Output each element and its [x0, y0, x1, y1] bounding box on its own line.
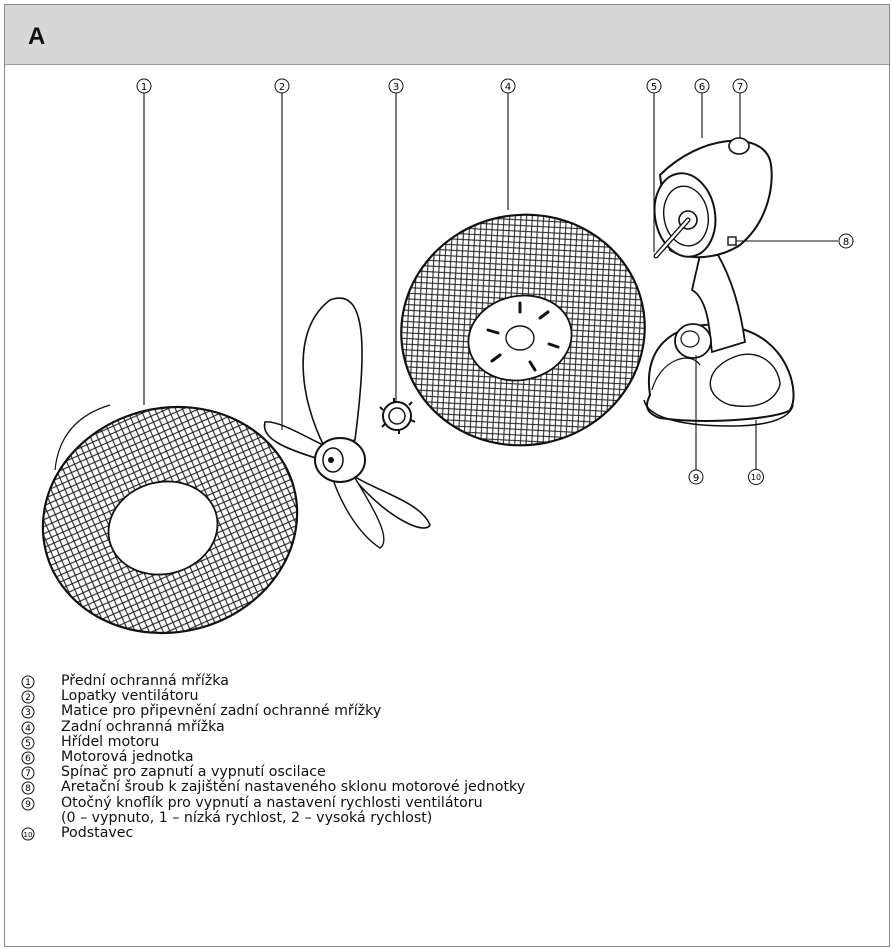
legend-number-badge: 10 — [21, 827, 35, 841]
legend-number-badge: 7 — [21, 766, 35, 780]
legend-item-text: Přední ochranná mřížka — [61, 673, 229, 689]
svg-text:8: 8 — [25, 785, 31, 795]
callout-7: 7 — [732, 78, 748, 94]
legend-item-text: (0 – vypnuto, 1 – nízká rychlost, 2 – vy… — [61, 809, 433, 826]
svg-text:8: 8 — [843, 237, 849, 248]
legend-item: 4 Zadní ochranná mřížka — [21, 718, 871, 735]
legend-item: 9 Otočný knoflík pro vypnutí a nastavení … — [21, 794, 871, 811]
legend-item: 5 Hřídel motoru — [21, 733, 871, 750]
figure-header: A — [5, 5, 889, 65]
legend-item-text: Otočný knoflík pro vypnutí a nastavení r… — [61, 794, 483, 811]
legend-item: 8 Aretační šroub k zajištění nastaveného … — [21, 780, 871, 795]
legend-number-badge: 2 — [21, 690, 35, 704]
svg-text:1: 1 — [141, 82, 147, 93]
leader-lines — [143, 93, 838, 470]
legend-number-badge: 8 — [21, 781, 35, 795]
legend-item-text: Podstavec — [61, 824, 134, 841]
callout-8: 8 — [838, 233, 854, 249]
legend-item: (0 – vypnuto, 1 – nízká rychlost, 2 – vy… — [21, 809, 871, 826]
svg-text:6: 6 — [699, 82, 705, 93]
legend-item-text: Lopatky ventilátoru — [61, 688, 199, 705]
legend-item: 1 Přední ochranná mřížka — [21, 673, 871, 689]
callout-3: 3 — [388, 78, 404, 94]
legend-number-badge: 1 — [21, 675, 35, 689]
svg-text:2: 2 — [25, 693, 31, 703]
legend-item-text: Motorová jednotka — [61, 748, 194, 765]
callout-10: 10 — [748, 469, 764, 485]
legend-item-text: Hřídel motoru — [61, 733, 160, 750]
legend-item: 10 Podstavec — [21, 824, 871, 841]
svg-text:6: 6 — [25, 754, 31, 764]
legend-item: 7 Spínač pro zapnutí a vypnutí oscilace — [21, 764, 871, 781]
callout-2: 2 — [274, 78, 290, 94]
callout-4: 4 — [500, 78, 516, 94]
svg-text:9: 9 — [693, 473, 699, 484]
legend-item: 3 Matice pro připevnění zadní ochranné mř… — [21, 704, 871, 719]
legend-number-badge: 6 — [21, 751, 35, 765]
callout-1: 1 — [136, 78, 152, 94]
svg-text:5: 5 — [651, 82, 657, 93]
svg-text:3: 3 — [393, 82, 399, 93]
svg-text:4: 4 — [505, 82, 511, 93]
figure-label: A — [28, 23, 46, 50]
svg-text:4: 4 — [25, 724, 31, 734]
legend-number-badge: 4 — [21, 721, 35, 735]
legend-number-badge: 5 — [21, 736, 35, 750]
fan-blades — [263, 297, 431, 549]
svg-text:9: 9 — [25, 800, 31, 810]
parts-legend: 1 Přední ochranná mřížka 2 Lopatky ventilát… — [21, 673, 871, 841]
svg-text:7: 7 — [737, 82, 743, 93]
rear-guard-nut — [379, 398, 416, 434]
svg-text:3: 3 — [25, 709, 31, 719]
legend-item: 2 Lopatky ventilátoru — [21, 688, 871, 705]
callout-6: 6 — [694, 78, 710, 94]
svg-text:5: 5 — [25, 739, 31, 749]
legend-item: 6 Motorová jednotka — [21, 748, 871, 765]
rear-guard — [400, 213, 646, 447]
callout-5: 5 — [646, 78, 662, 94]
legend-number-badge: 3 — [21, 705, 35, 719]
svg-text:7: 7 — [25, 769, 31, 779]
fan-exploded-diagram: 1 2 3 4 5 6 7 8 9 10 — [41, 78, 854, 635]
callout-9: 9 — [688, 469, 704, 485]
svg-text:2: 2 — [279, 82, 285, 93]
legend-number-badge: 9 — [21, 797, 35, 810]
front-guard — [41, 404, 299, 635]
svg-text:1: 1 — [25, 678, 31, 688]
motor-assembly — [643, 137, 795, 427]
legend-item-text: Spínač pro zapnutí a vypnutí oscilace — [61, 764, 326, 781]
svg-text:10: 10 — [24, 831, 33, 839]
legend-item-text: Matice pro připevnění zadní ochranné mří… — [61, 703, 382, 720]
legend-item-text: Zadní ochranná mřížka — [61, 718, 225, 735]
legend-item-text: Aretační šroub k zajištění nastaveného s… — [61, 779, 526, 796]
svg-text:10: 10 — [751, 473, 761, 482]
